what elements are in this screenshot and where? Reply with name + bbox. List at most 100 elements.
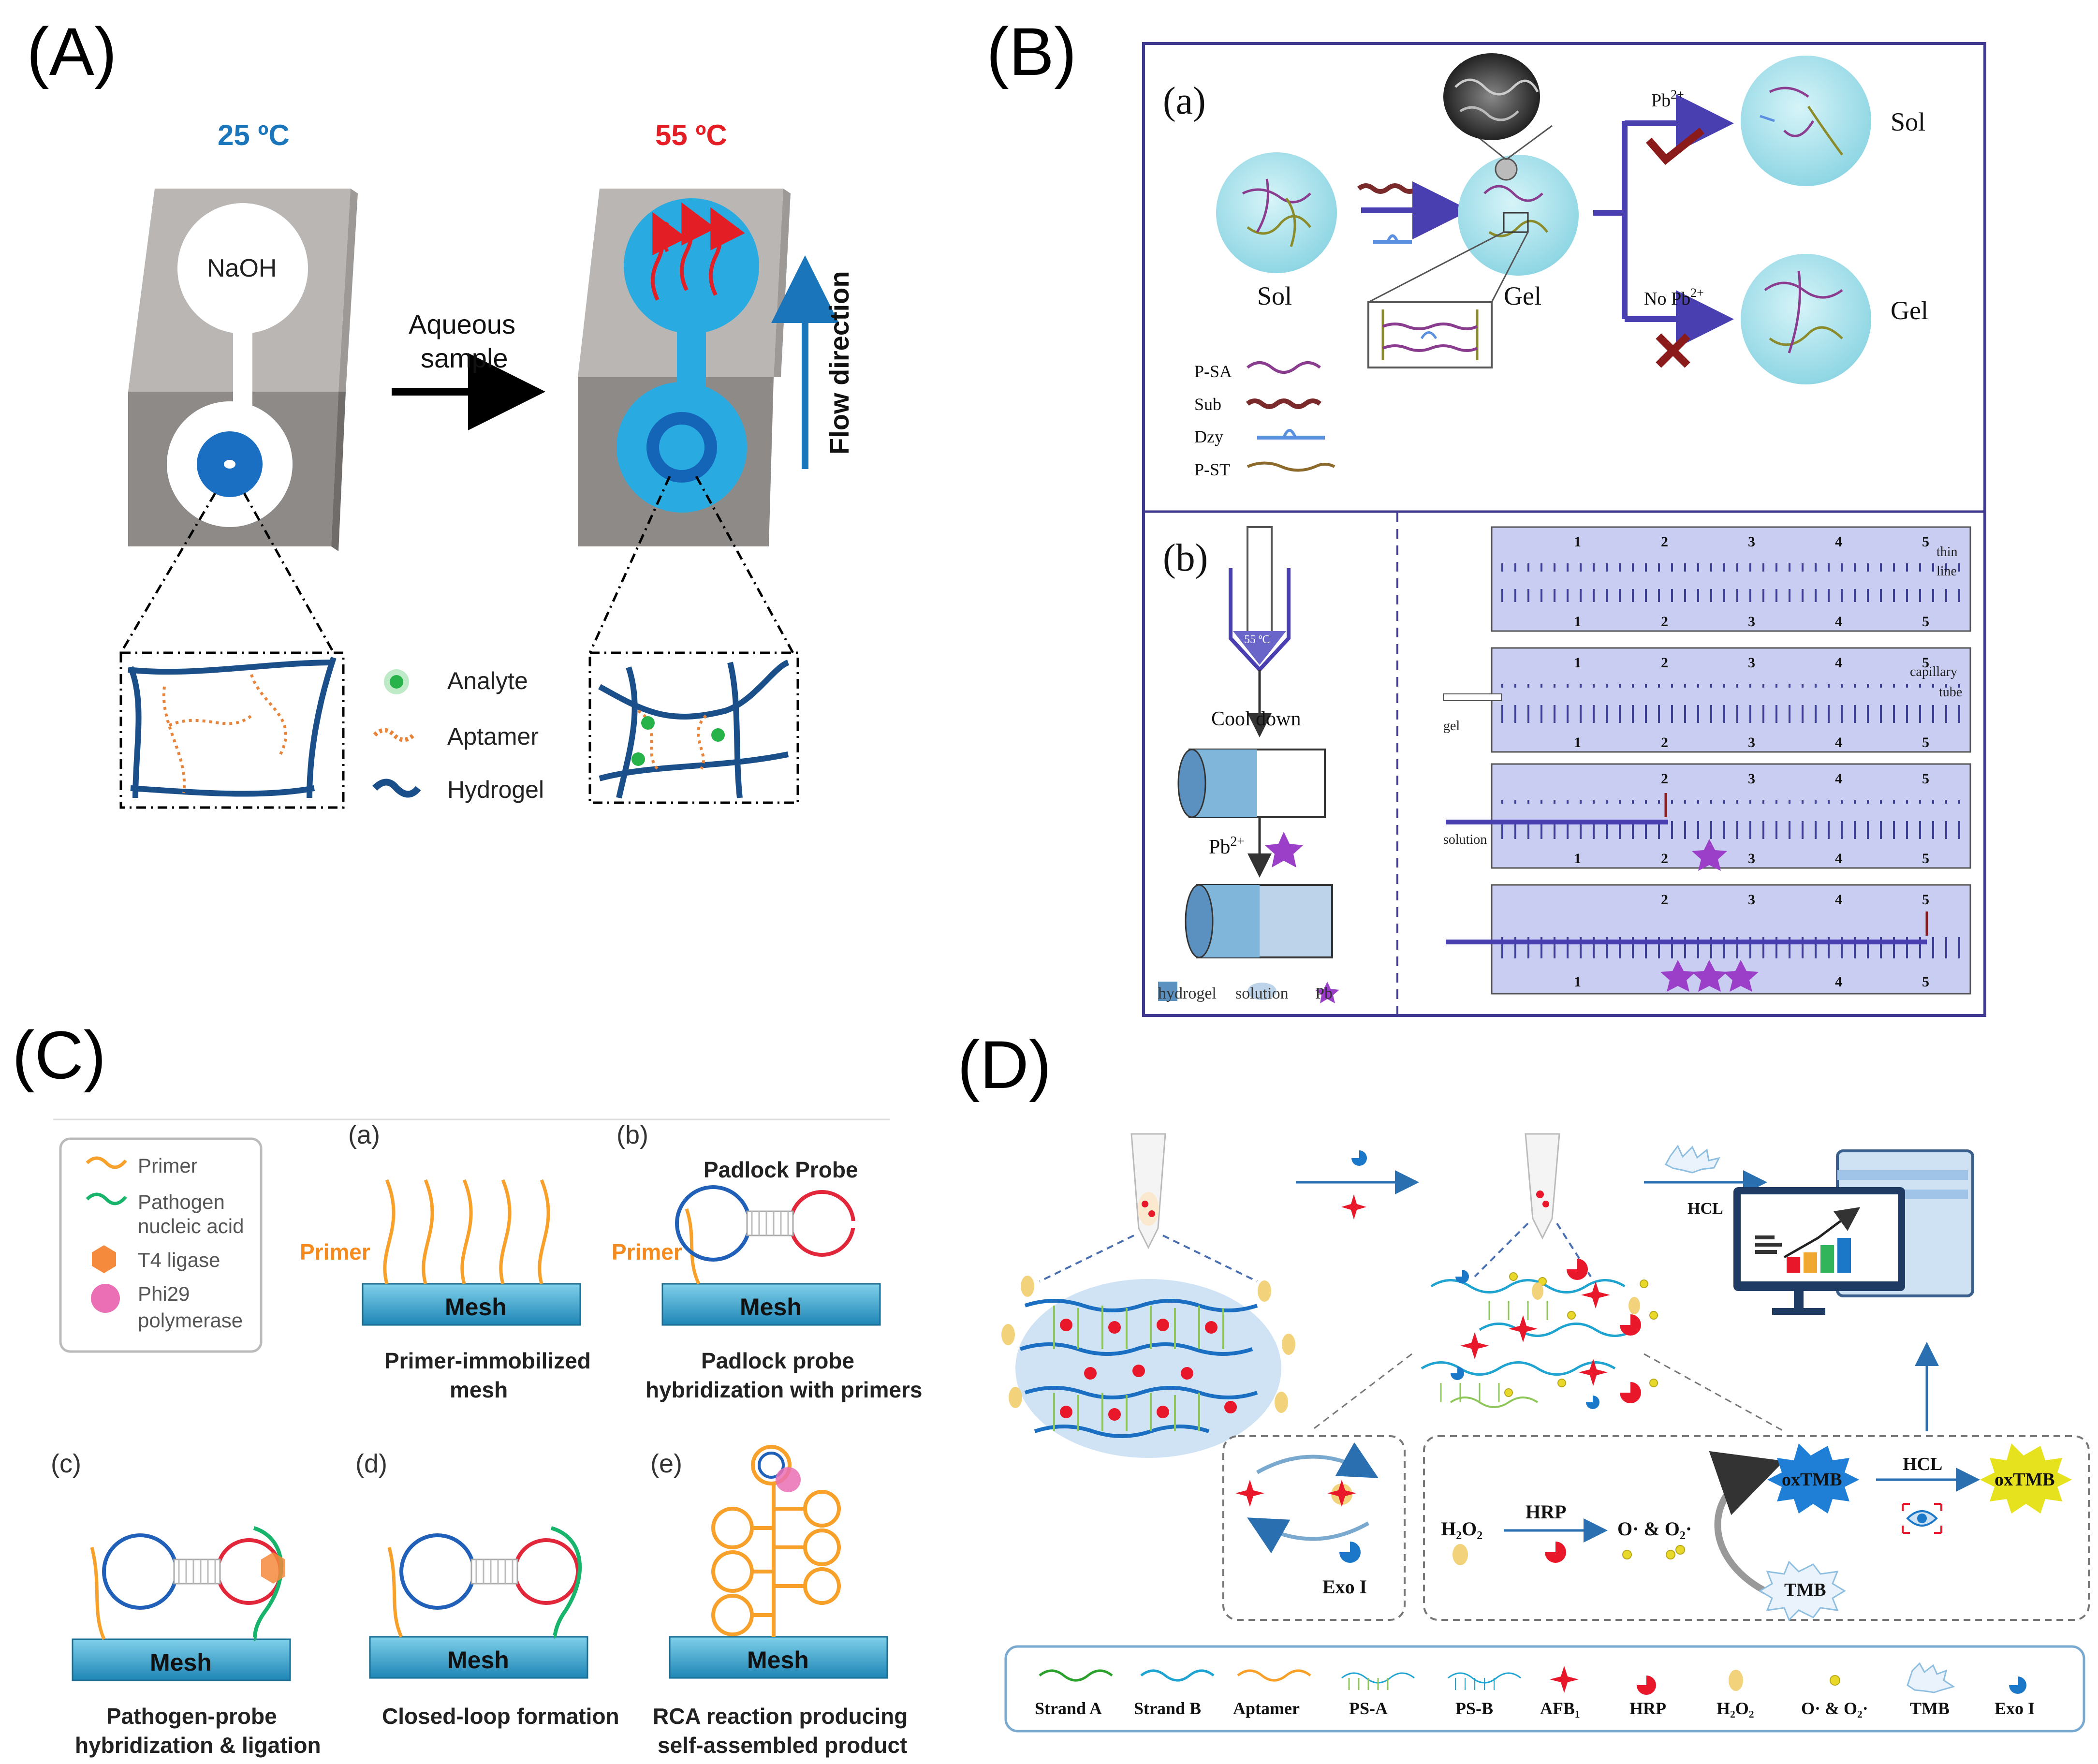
- legend-solution-b: solution: [1235, 985, 1289, 1002]
- cool-down-label: Cool down: [1211, 708, 1301, 730]
- ruler-4b-tick-1: 1: [1574, 974, 1581, 990]
- panel-b: (a) Sol Gel: [1142, 42, 1986, 1017]
- legend-pathogen: Pathogen: [138, 1191, 225, 1213]
- legend-aptamer: Aptamer: [447, 723, 539, 750]
- mesh-c: Mesh: [150, 1649, 212, 1676]
- panel-label-a: (A): [27, 14, 117, 89]
- legend-aptamer-d: Aptamer: [1233, 1699, 1300, 1718]
- capillary-label-2: tube: [1939, 685, 1962, 700]
- chip-right: [578, 189, 791, 546]
- panel-d: HCL: [1001, 1133, 2090, 1733]
- legend-dzy: Dzy: [1194, 427, 1223, 446]
- panel-label-b: (B): [986, 14, 1077, 89]
- legend-psa: P-SA: [1194, 362, 1232, 381]
- legend-phi29: Phi29: [138, 1282, 190, 1305]
- hcl-label-top: HCL: [1687, 1200, 1723, 1218]
- no-pb-label: No Pb2+: [1644, 286, 1704, 309]
- legend-t4-ligase: T4 ligase: [138, 1249, 220, 1271]
- hydrogel-inset-right: [588, 651, 799, 804]
- sub-label-a: (a): [1163, 80, 1206, 122]
- caption-c1: Pathogen-probe: [106, 1704, 277, 1729]
- ruler-1-tick-3: 3: [1748, 534, 1755, 550]
- panel-label-c: (C): [12, 1017, 106, 1093]
- ruler-3-tick-2: 2: [1661, 771, 1668, 787]
- temp-55-label: 55 ºC: [655, 119, 727, 151]
- caption-e2: self-assembled product: [658, 1733, 907, 1758]
- ruler-3b-tick-3: 3: [1748, 851, 1755, 867]
- gel-label-right: Gel: [1891, 296, 1928, 325]
- sub-c-d: (d): [355, 1449, 387, 1478]
- sol-label-left: Sol: [1257, 281, 1292, 310]
- primer-label-b: Primer: [612, 1239, 682, 1264]
- capillary-label-1: capillary: [1910, 664, 1957, 679]
- sub-c-e: (e): [650, 1449, 682, 1478]
- ruler-1b-tick-3: 3: [1748, 614, 1755, 630]
- legend-hrp: HRP: [1629, 1699, 1666, 1718]
- ruler-1b-tick-5: 5: [1922, 614, 1929, 630]
- hrp-label-inset: HRP: [1526, 1501, 1566, 1523]
- padlock-label: Padlock Probe: [704, 1157, 858, 1182]
- ruler-3b-tick-4: 4: [1835, 851, 1842, 867]
- legend-h2o2: H₂O₂: [1717, 1699, 1754, 1718]
- solution-note: solution: [1443, 832, 1487, 847]
- ruler-2b-tick-5: 5: [1922, 735, 1929, 750]
- mesh-a: Mesh: [445, 1294, 507, 1321]
- ruler-2b-tick-1: 1: [1574, 735, 1581, 750]
- exo-inset: [1222, 1435, 1406, 1621]
- panel-c: Primer Pathogen nucleic acid T4 ligase P…: [51, 1118, 923, 1758]
- caption-b2: hybridization with primers: [646, 1377, 923, 1402]
- gel-sphere: [1458, 155, 1579, 276]
- sol-sphere-right: [1741, 56, 1871, 186]
- oxtmb-yellow-burst: [1980, 1443, 2072, 1514]
- ruler-1-tick-5: 5: [1922, 534, 1929, 550]
- legend-hydrogel-b: hydrogel: [1158, 985, 1217, 1002]
- flow-direction-label: Flow direction: [824, 271, 854, 455]
- sub-c-b: (b): [616, 1120, 648, 1149]
- oxtmb-label-blue: oxTMB: [1782, 1470, 1842, 1490]
- caption-a2: mesh: [450, 1377, 508, 1402]
- legend-ps-a: PS-A: [1349, 1699, 1388, 1718]
- ruler-2-tick-4: 4: [1835, 655, 1842, 671]
- legend-strand-a: Strand A: [1035, 1699, 1102, 1718]
- reaction-inset: [1423, 1435, 2090, 1621]
- caption-e1: RCA reaction producing: [653, 1704, 908, 1729]
- caption-b1: Padlock probe: [701, 1348, 854, 1373]
- h2o2-label: H₂O₂: [1441, 1518, 1482, 1540]
- legend-exo: Exo I: [1995, 1699, 2035, 1718]
- temp-25-label: 25 ºC: [218, 119, 290, 151]
- tmb-label-inset: TMB: [1784, 1580, 1826, 1600]
- legend-tmb: TMB: [1910, 1699, 1950, 1718]
- mesh-e: Mesh: [747, 1646, 809, 1674]
- ruler-4-tick-2: 2: [1661, 892, 1668, 908]
- legend-pb-b: Pb: [1315, 985, 1333, 1002]
- ruler-3-tick-4: 4: [1835, 771, 1842, 787]
- ruler-group: 1 2 3 4 5 1 2 3 4 5 1 2 3 4 5 1 2 3 4 5: [1443, 526, 1971, 995]
- ruler-2-tick-2: 2: [1661, 655, 1668, 671]
- naoh-label: NaOH: [207, 254, 277, 282]
- legend-a: Analyte Aptamer Hydrogel: [372, 667, 544, 803]
- sol-sphere: [1216, 152, 1337, 273]
- cross-icon: [1656, 333, 1690, 368]
- ruler-2b-tick-3: 3: [1748, 735, 1755, 750]
- ruler-3-tick-5: 5: [1922, 771, 1929, 787]
- sample-label: sample: [421, 343, 508, 373]
- ruler-2-tick-3: 3: [1748, 655, 1755, 671]
- legend-pst: P-ST: [1194, 460, 1230, 479]
- checkmark-icon: [1645, 127, 1704, 165]
- legend-sub: Sub: [1194, 395, 1221, 414]
- ruler-1-tick-1: 1: [1574, 534, 1581, 550]
- ruler-2-tick-5: 5: [1922, 655, 1929, 671]
- ruler-3-tick-3: 3: [1748, 771, 1755, 787]
- temp-55-b: 55 ºC: [1244, 633, 1270, 646]
- legend-primer: Primer: [138, 1154, 198, 1177]
- panel-a: 25 ºC 55 ºC NaOH Aqueous sample: [119, 119, 854, 809]
- ruler-1-tick-4: 4: [1835, 534, 1842, 550]
- ruler-1b-tick-1: 1: [1574, 614, 1581, 630]
- sol-label-right: Sol: [1891, 107, 1925, 136]
- pb-label-b: Pb2+: [1209, 834, 1245, 858]
- sem-image: [1443, 53, 1540, 140]
- oxtmb-label-yellow: oxTMB: [1995, 1470, 2055, 1490]
- ruler-3b-tick-5: 5: [1922, 851, 1929, 867]
- chip-left: NaOH: [128, 189, 358, 551]
